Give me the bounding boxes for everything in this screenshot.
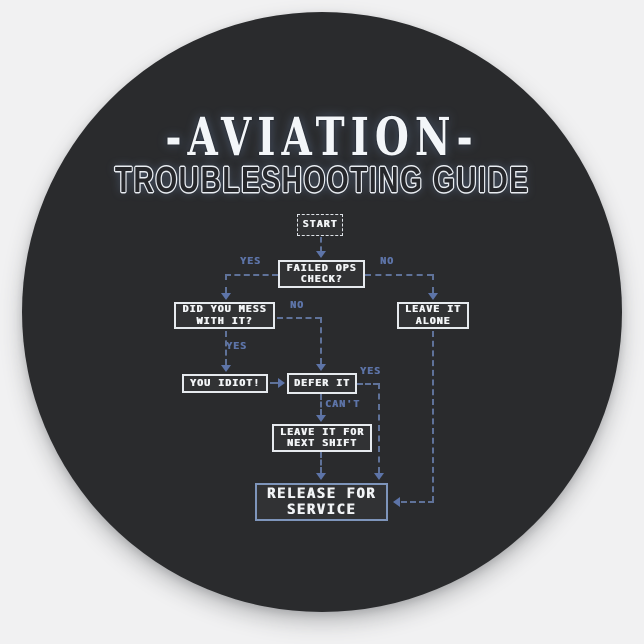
connector-line (432, 331, 434, 502)
node-label: YOU IDIOT! (189, 377, 261, 389)
flow-node-start: START (297, 214, 343, 236)
connector-line (225, 274, 227, 293)
connector-line (225, 274, 278, 276)
connector-line (320, 237, 322, 252)
node-label-line: CHECK? (300, 274, 343, 285)
connector-line (357, 383, 379, 385)
node-label: DEFER IT (293, 377, 351, 389)
arrowhead-down (221, 365, 231, 372)
arrowhead-down (428, 293, 438, 300)
sticker-circle-background (22, 12, 622, 612)
flow-node-did-you-mess: DID YOU MESS WITH IT? (174, 302, 275, 329)
connector-line (320, 452, 322, 473)
node-label-line: RELEASE FOR (266, 486, 377, 502)
page-subtitle: TROUBLESHOOTING GUIDE (0, 160, 644, 201)
node-label-line: DID YOU MESS (182, 304, 267, 315)
page-subtitle-text: TROUBLESHOOTING GUIDE (114, 160, 530, 201)
node-label-line: ALONE (415, 315, 451, 327)
connector-line (277, 317, 321, 319)
flow-node-you-idiot: YOU IDIOT! (182, 374, 268, 393)
connector-line (225, 331, 227, 365)
node-label-line: NEXT SHIFT (286, 438, 358, 449)
node-label: START (302, 219, 338, 231)
node-label-line: LEAVE IT (404, 304, 462, 315)
flow-node-leave-it-alone: LEAVE IT ALONE (397, 302, 469, 329)
flow-node-defer-it: DEFER IT (287, 373, 357, 394)
edge-label-yes: YES (226, 341, 248, 352)
connector-line (320, 394, 322, 415)
arrowhead-down (221, 293, 231, 300)
page-title: -AVIATION- (165, 107, 479, 168)
edge-label-yes: YES (240, 256, 262, 267)
edge-label-yes: YES (360, 366, 382, 377)
edge-label-no: NO (290, 300, 305, 311)
connector-line (320, 317, 322, 364)
arrowhead-down (316, 415, 326, 422)
node-label-line: SERVICE (286, 502, 357, 518)
connector-line (365, 274, 433, 276)
edge-label-no: NO (380, 256, 395, 267)
connector-line (401, 501, 434, 503)
arrowhead-down (316, 364, 326, 371)
connector-line (378, 383, 380, 473)
connector-line (432, 274, 434, 293)
node-label-line: FAILED OPS (286, 262, 357, 274)
flow-node-leave-next-shift: LEAVE IT FOR NEXT SHIFT (272, 424, 372, 452)
flow-node-failed-ops-check: FAILED OPS CHECK? (278, 260, 365, 288)
connector-line (270, 382, 278, 384)
node-label-line: LEAVE IT FOR (279, 426, 365, 438)
arrowhead-down (374, 473, 384, 480)
arrowhead-left (393, 497, 400, 507)
arrowhead-down (316, 251, 326, 258)
arrowhead-down (316, 473, 326, 480)
arrowhead-right (278, 378, 285, 388)
flow-node-release-for-service: RELEASE FOR SERVICE (255, 483, 388, 521)
edge-label-cant: CAN'T (325, 399, 361, 410)
node-label-line: WITH IT? (196, 315, 253, 327)
